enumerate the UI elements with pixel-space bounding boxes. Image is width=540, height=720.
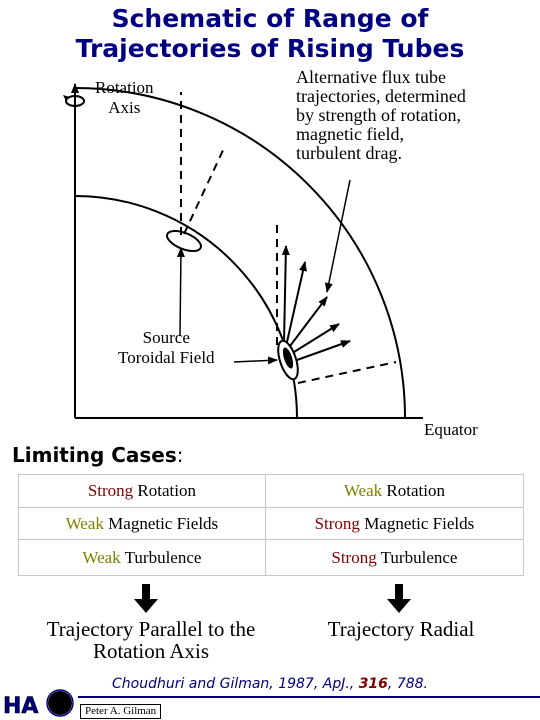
table-row: Weak Turbulence Strong Turbulence: [18, 539, 525, 576]
limiting-cases-colon: :: [176, 443, 184, 467]
source-toroidal-field-label: Source Toroidal Field: [118, 328, 215, 368]
case-modifier: Strong: [87, 481, 134, 500]
rotation-axis-label-line2: Axis: [108, 98, 141, 117]
limiting-cases-heading-text: Limiting Cases: [12, 443, 177, 467]
result-parallel-line1: Trajectory Parallel to the: [46, 617, 256, 641]
hao-logo-icon: HA: [0, 688, 78, 720]
alternative-trajectories-label: Alternative flux tube trajectories, dete…: [296, 68, 466, 163]
result-radial: Trajectory Radial: [327, 617, 475, 641]
case-modifier: Weak: [82, 547, 121, 567]
title-line-1: Schematic of Range of: [111, 4, 429, 33]
case-cell-right: Strong Magnetic Fields: [264, 507, 525, 540]
alt-flux-line2: trajectories, determined: [296, 86, 466, 106]
source-label-line2: Toroidal Field: [118, 348, 215, 367]
limiting-cases-heading: Limiting Cases:: [12, 443, 184, 467]
case-cell-left: Strong Rotation: [18, 474, 266, 508]
trajectory-arrows: [281, 245, 351, 361]
alt-flux-pointer: [324, 179, 351, 293]
alt-flux-line3: by strength of rotation,: [296, 105, 461, 125]
rotation-axis-label-line1: Rotation: [95, 78, 154, 97]
citation-volume: 316: [358, 676, 388, 692]
source-label-line1: Source: [142, 328, 190, 347]
limiting-cases-table: Strong Rotation Weak Rotation Weak Magne…: [18, 474, 525, 576]
case-modifier: Strong: [331, 547, 377, 567]
case-text: Magnetic Fields: [103, 513, 219, 533]
result-parallel-line2: Rotation Axis: [92, 639, 210, 663]
trajectory-upper-radial: [183, 145, 226, 235]
alt-flux-line5: turbulent drag.: [296, 143, 402, 163]
case-text: Rotation: [133, 481, 196, 500]
rotation-axis-label: Rotation Axis: [95, 78, 154, 118]
citation-text: Choudhuri and Gilman, 1987, ApJ.,: [111, 676, 359, 692]
table-row: Weak Magnetic Fields Strong Magnetic Fie…: [18, 507, 525, 540]
case-text: Turbulence: [376, 547, 458, 567]
rotation-arrow-icon: [63, 95, 85, 107]
case-modifier: Weak: [343, 481, 383, 500]
case-text: Rotation: [382, 481, 445, 500]
case-text: Turbulence: [120, 547, 202, 567]
case-cell-right: Weak Rotation: [264, 474, 525, 508]
alt-flux-line4: magnetic field,: [296, 124, 404, 144]
footer-rule: [0, 696, 540, 698]
author-label: Peter A. Gilman: [80, 704, 162, 719]
down-arrow-icon: [387, 584, 411, 613]
case-modifier: Weak: [65, 513, 104, 533]
case-modifier: Strong: [314, 513, 360, 533]
result-parallel: Trajectory Parallel to the Rotation Axis: [20, 618, 282, 662]
equator-label: Equator: [424, 420, 478, 439]
citation: Choudhuri and Gilman, 1987, ApJ., 316, 7…: [0, 676, 540, 692]
trajectory-lower-horizontal: [297, 361, 397, 384]
source-ring-upper: [166, 229, 202, 253]
source-pointer-upper: [176, 247, 185, 337]
page-title: Schematic of Range of Trajectories of Ri…: [0, 4, 540, 64]
case-cell-right: Strong Turbulence: [264, 539, 525, 576]
alt-flux-line1: Alternative flux tube: [296, 67, 446, 87]
case-cell-left: Weak Magnetic Fields: [18, 507, 266, 540]
citation-pages: , 788.: [387, 676, 428, 692]
source-pointer-lower: [233, 356, 278, 365]
table-row: Strong Rotation Weak Rotation: [18, 474, 525, 508]
case-cell-left: Weak Turbulence: [18, 539, 266, 576]
source-ring-lower: [277, 339, 299, 381]
logo-text: HA: [3, 694, 38, 719]
title-line-2: Trajectories of Rising Tubes: [75, 34, 465, 63]
trajectory-diagram: [63, 83, 423, 419]
case-text: Magnetic Fields: [359, 513, 475, 533]
down-arrow-icon: [134, 584, 158, 613]
solar-surface-arc: [74, 87, 406, 419]
